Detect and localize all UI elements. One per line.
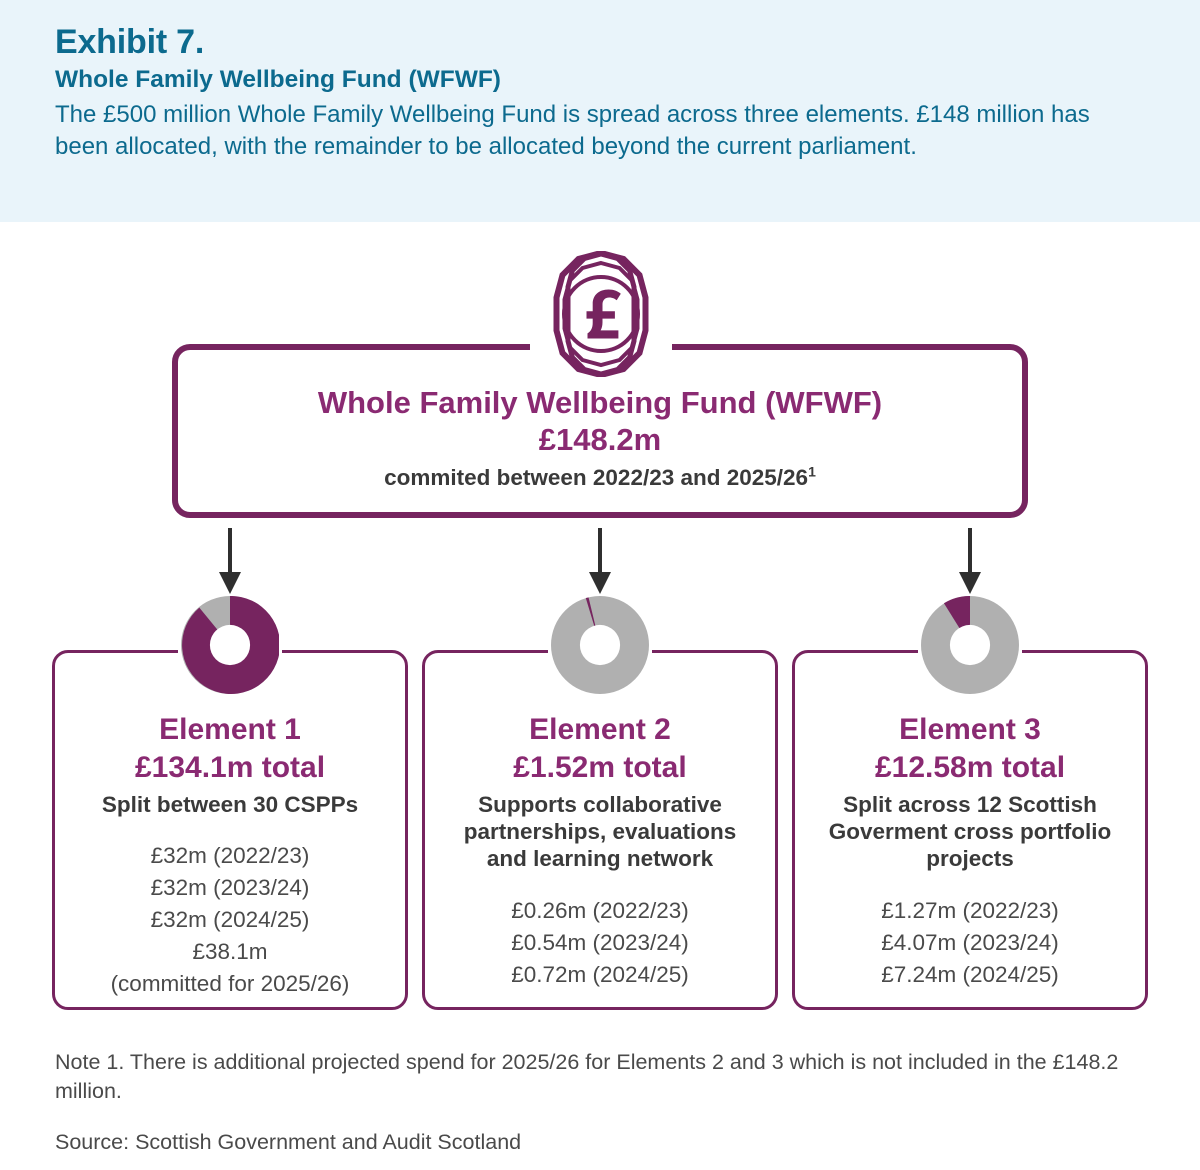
- breakdown-item: £32m (2023/24): [150, 874, 310, 900]
- element-card-2-heading: Element 2: [529, 713, 671, 746]
- element-card-1-heading: Element 1: [159, 713, 301, 746]
- fund-box-title: Whole Family Wellbeing Fund (WFWF): [317, 384, 883, 420]
- fund-box-amount: £148.2m: [538, 422, 662, 458]
- down-arrow-icon-element-1: [217, 528, 243, 596]
- wfwf-fund-box: Whole Family Wellbeing Fund (WFWF) £148.…: [172, 344, 1028, 518]
- element-card-3-total: £12.58m total: [874, 750, 1066, 784]
- element-card-2-description: Supports collaborative partnerships, eva…: [463, 791, 737, 872]
- donut-chart-element-2: [551, 596, 649, 694]
- exhibit-header: Exhibit 7. Whole Family Wellbeing Fund (…: [0, 0, 1200, 222]
- exhibit-number: Exhibit 7.: [55, 23, 205, 61]
- fund-box-subtitle: commited between 2022/23 and 2025/261: [384, 463, 816, 492]
- fund-box-subtitle-text: commited between 2022/23 and 2025/26: [384, 465, 809, 491]
- element-card-1-description: Split between 30 CSPPs: [101, 791, 359, 817]
- element-card-1-breakdown: £32m (2022/23) £32m (2023/24) £32m (2024…: [71, 840, 389, 1000]
- fund-box-footnote-marker: 1: [808, 463, 816, 480]
- down-arrow-icon-element-2: [587, 528, 613, 596]
- down-arrow-icon-element-3: [957, 528, 983, 596]
- exhibit-description: The £500 million Whole Family Wellbeing …: [55, 100, 1090, 160]
- breakdown-item: £0.72m (2024/25): [511, 961, 689, 987]
- donut-chart-element-3: [921, 595, 1019, 694]
- element-card-3-description: Split across 12 Scottish Goverment cross…: [828, 791, 1112, 872]
- breakdown-item: £0.54m (2023/24): [511, 929, 689, 955]
- footer-source: Source: Scottish Government and Audit Sc…: [55, 1130, 522, 1155]
- element-card-3: Element 3 £12.58m total Split across 12 …: [792, 650, 1148, 1010]
- breakdown-item: £7.24m (2024/25): [881, 961, 1059, 987]
- pound-coin-icon: [538, 249, 664, 379]
- breakdown-item: £4.07m (2023/24): [881, 929, 1059, 955]
- element-cards-row: Element 1 £134.1m total Split between 30…: [0, 595, 1200, 1016]
- element-card-2: Element 2 £1.52m total Supports collabor…: [422, 650, 778, 1010]
- element-card-1: Element 1 £134.1m total Split between 30…: [52, 650, 408, 1010]
- breakdown-item: £32m (2024/25): [150, 906, 310, 932]
- breakdown-item: £32m (2022/23): [150, 843, 310, 869]
- element-card-1-total: £134.1m total: [134, 750, 326, 784]
- element-card-3-heading: Element 3: [899, 713, 1041, 746]
- breakdown-item: (committed for 2025/26): [110, 970, 350, 996]
- breakdown-item: £0.26m (2022/23): [511, 897, 689, 923]
- breakdown-item: £1.27m (2022/23): [881, 897, 1059, 923]
- footer-note: Note 1. There is additional projected sp…: [55, 1050, 1119, 1104]
- donut-chart-element-1: [181, 595, 281, 694]
- element-card-3-breakdown: £1.27m (2022/23) £4.07m (2023/24) £7.24m…: [811, 895, 1129, 991]
- element-card-2-total: £1.52m total: [513, 750, 687, 784]
- exhibit-footer: Note 1. There is additional projected sp…: [55, 1048, 1145, 1158]
- exhibit-title: Whole Family Wellbeing Fund (WFWF): [55, 66, 501, 94]
- breakdown-item: £38.1m: [192, 938, 268, 964]
- element-card-2-breakdown: £0.26m (2022/23) £0.54m (2023/24) £0.72m…: [441, 895, 759, 991]
